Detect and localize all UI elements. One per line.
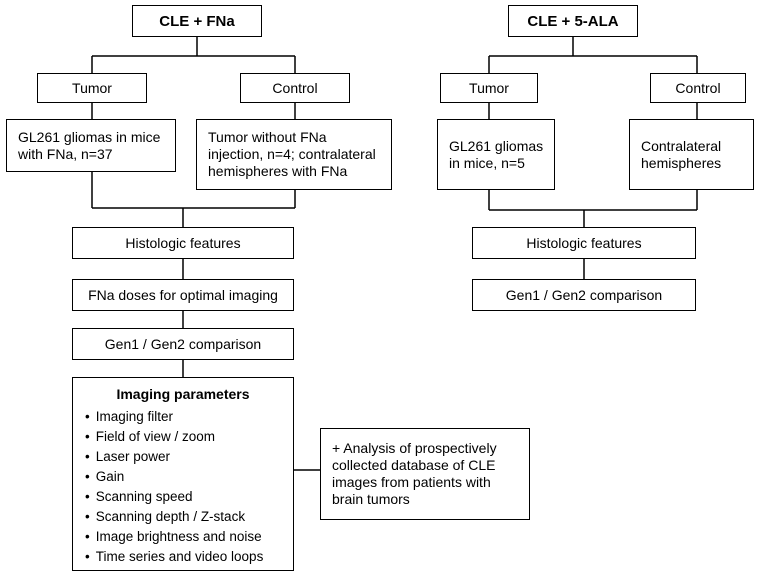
right-title-box: CLE + 5-ALA — [508, 5, 638, 37]
left-title-box: CLE + FNa — [132, 5, 262, 37]
left-histologic: Histologic features — [125, 234, 241, 251]
imaging-parameters-list: Imaging filter Field of view / zoom Lase… — [73, 407, 293, 567]
param-item: Scanning speed — [85, 487, 293, 507]
left-comparison: Gen1 / Gen2 comparison — [104, 335, 262, 352]
left-control-label: Control — [272, 79, 318, 96]
right-tumor-desc: GL261 gliomas in mice, n=5 — [449, 137, 544, 171]
left-tumor-desc-box: GL261 gliomas in mice with FNa, n=37 — [6, 119, 176, 172]
param-item: Scanning depth / Z-stack — [85, 507, 293, 527]
left-control-desc-box: Tumor without FNa injection, n=4; contra… — [196, 119, 392, 190]
param-item: Laser power — [85, 447, 293, 467]
doses-label: FNa doses for optimal imaging — [88, 286, 278, 303]
param-item: Time series and video loops — [85, 547, 293, 567]
imaging-parameters-box: Imaging parameters Imaging filter Field … — [72, 377, 294, 571]
param-item: Image brightness and noise — [85, 527, 293, 547]
imaging-parameters-title: Imaging parameters — [116, 386, 250, 402]
right-comparison: Gen1 / Gen2 comparison — [505, 286, 663, 303]
right-control-box: Control — [650, 73, 746, 103]
left-control-desc: Tumor without FNa injection, n=4; contra… — [208, 129, 376, 179]
analysis-box: + Analysis of prospectively collected da… — [320, 428, 530, 520]
param-item: Field of view / zoom — [85, 427, 293, 447]
left-histologic-box: Histologic features — [72, 227, 294, 259]
right-title: CLE + 5-ALA — [527, 12, 619, 30]
left-title: CLE + FNa — [159, 12, 235, 30]
left-tumor-box: Tumor — [37, 73, 147, 103]
param-item: Gain — [85, 467, 293, 487]
right-tumor-label: Tumor — [469, 79, 509, 96]
right-histologic: Histologic features — [526, 234, 642, 251]
right-histologic-box: Histologic features — [472, 227, 696, 259]
right-control-desc: Contralateral hemispheres — [641, 137, 722, 171]
doses-box: FNa doses for optimal imaging — [72, 279, 294, 311]
left-comparison-box: Gen1 / Gen2 comparison — [72, 328, 294, 360]
left-control-box: Control — [240, 73, 350, 103]
analysis-text: + Analysis of prospectively collected da… — [332, 440, 497, 507]
right-comparison-box: Gen1 / Gen2 comparison — [472, 279, 696, 311]
right-control-label: Control — [675, 79, 721, 96]
right-control-desc-box: Contralateral hemispheres — [629, 119, 754, 190]
left-tumor-desc: GL261 gliomas in mice with FNa, n=37 — [18, 128, 161, 162]
param-item: Imaging filter — [85, 407, 293, 427]
right-tumor-box: Tumor — [440, 73, 538, 103]
left-tumor-label: Tumor — [72, 79, 112, 96]
right-tumor-desc-box: GL261 gliomas in mice, n=5 — [437, 119, 555, 190]
